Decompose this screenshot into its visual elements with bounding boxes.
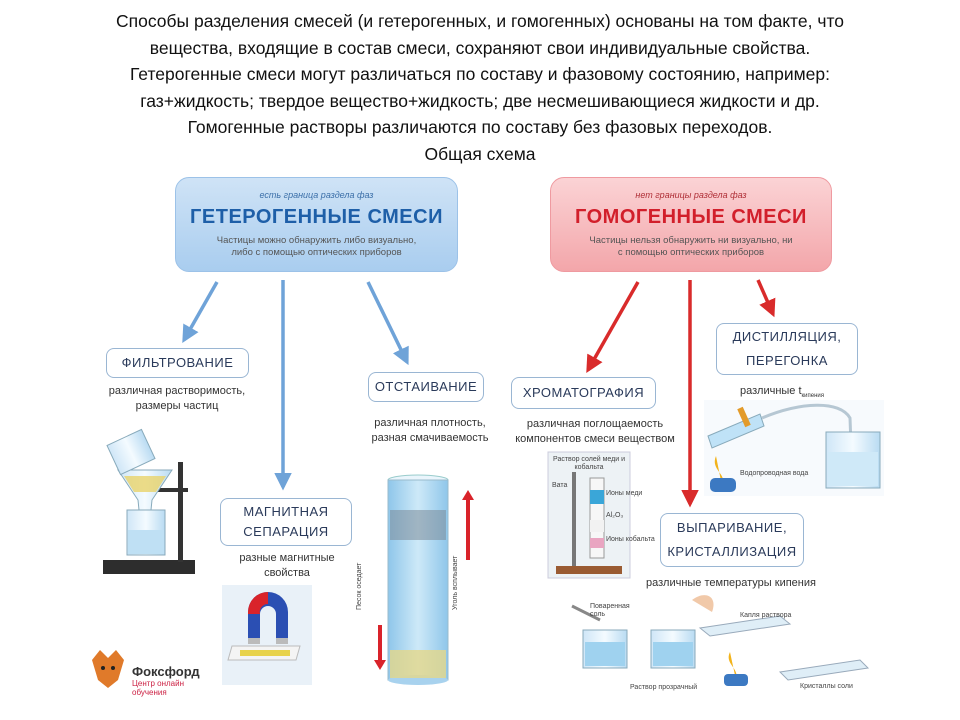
evaporation-img-label: Раствор прозрачный (630, 684, 698, 691)
heterogeneous-box: есть граница раздела фаз ГЕТЕРОГЕННЫЕ СМ… (175, 177, 458, 272)
intro-line: Способы разделения смесей (и гетерогенны… (115, 11, 845, 31)
heterogeneous-pre: есть граница раздела фаз (259, 190, 374, 200)
filtration-label: ФИЛЬТРОВАНИЕ (121, 355, 234, 370)
distillation-caption: различные tкипения (740, 384, 824, 404)
chromatography-label: ХРОМАТОГРАФИЯ (522, 385, 645, 400)
chromatography-box: ХРОМАТОГРАФИЯ (511, 377, 656, 409)
homogeneous-desc-line: с помощью оптических приборов (617, 247, 765, 258)
settling-box: ОТСТАИВАНИЕ (368, 372, 484, 402)
intro-line: Гомогенные растворы различаются по соста… (187, 117, 773, 137)
distillation-image (704, 400, 884, 496)
chromatography-img-label: Ионы меди (606, 490, 643, 497)
arrow-to-settling (366, 281, 409, 366)
filtration-caption-line: размеры частиц (135, 400, 219, 412)
chromatography-caption: различная поглощаемость компонентов смес… (500, 417, 690, 447)
magnetic-label-line: МАГНИТНАЯ (243, 504, 329, 519)
evaporation-caption: различные температуры кипения (646, 577, 816, 589)
homogeneous-box: нет границы раздела фаз ГОМОГЕННЫЕ СМЕСИ… (550, 177, 832, 272)
evaporation-img-label: Поваренная соль (590, 603, 630, 618)
evaporation-img-label: Капля раствора (740, 612, 792, 619)
settling-label-left: Песок оседает (356, 562, 363, 610)
homogeneous-title: ГОМОГЕННЫЕ СМЕСИ (575, 206, 807, 228)
intro-line: газ+жидкость; твердое вещество+жидкость;… (140, 90, 820, 111)
heterogeneous-desc: Частицы можно обнаружить либо визуально,… (176, 235, 457, 259)
chromatography-img-label: Al₂O₃ (606, 512, 624, 519)
intro-text: Способы разделения смесей (и гетерогенны… (0, 8, 960, 167)
intro-line: Общая схема (424, 143, 536, 164)
intro-line: Гетерогенные смеси могут различаться по … (129, 64, 831, 84)
logo-icon (92, 650, 124, 688)
filtration-box: ФИЛЬТРОВАНИЕ (106, 348, 249, 378)
evaporation-img-label: Кристаллы соли (800, 683, 853, 690)
homogeneous-desc-line: Частицы нельзя обнаружить ни визуально, … (589, 235, 793, 246)
homogeneous-desc: Частицы нельзя обнаружить ни визуально, … (551, 235, 831, 259)
distillation-caption-sub: кипения (801, 393, 825, 400)
chromatography-image (547, 451, 631, 579)
magnetic-caption-line: разные магнитные (239, 552, 335, 564)
magnetic-caption-line: свойства (264, 567, 310, 579)
evaporation-box: ВЫПАРИВАНИЕ, КРИСТАЛЛИЗАЦИЯ (660, 513, 804, 567)
logo-sub-line: Центр онлайн (132, 679, 184, 688)
magnet-image (222, 585, 312, 685)
logo-sub-line: обучения (132, 688, 167, 697)
filtration-image (103, 428, 195, 574)
arrow-to-filtration (182, 281, 219, 344)
arrow-to-distillation (756, 279, 776, 318)
settling-caption-line: различная плотность, (374, 417, 486, 429)
chromatography-caption-line: различная поглощаемость (526, 418, 664, 430)
evaporation-label-line: ВЫПАРИВАНИЕ, (676, 520, 788, 535)
heterogeneous-title: ГЕТЕРОГЕННЫЕ СМЕСИ (190, 206, 443, 228)
settling-caption: различная плотность, разная смачиваемост… (355, 416, 505, 446)
settling-caption-line: разная смачиваемость (371, 432, 489, 444)
distillation-box: ДИСТИЛЛЯЦИЯ, ПЕРЕГОНКА (716, 323, 858, 375)
chromatography-img-label: Вата (552, 482, 568, 489)
evaporation-image (571, 595, 870, 686)
logo-name: Фоксфорд (132, 664, 200, 679)
intro-line: вещества, входящие в состав смеси, сохра… (149, 37, 811, 58)
chromatography-img-label: Ионы кобальта (606, 536, 655, 543)
logo-sub: Центр онлайн обучения (132, 679, 184, 697)
evaporation-label-line: КРИСТАЛЛИЗАЦИЯ (667, 544, 797, 559)
distillation-label-line: ПЕРЕГОНКА (746, 353, 828, 368)
settling-label-right: Уголь всплывает (452, 555, 459, 610)
arrow-to-chromatography (586, 281, 640, 374)
distillation-img-label: Водопроводная вода (740, 470, 809, 477)
settling-image (374, 474, 474, 685)
magnetic-box: МАГНИТНАЯ СЕПАРАЦИЯ (220, 498, 352, 546)
homogeneous-pre: нет границы раздела фаз (635, 190, 747, 200)
magnetic-caption: разные магнитные свойства (212, 551, 362, 581)
chromatography-caption-line: компонентов смеси веществом (515, 433, 675, 445)
heterogeneous-desc-line: Частицы можно обнаружить либо визуально, (216, 235, 417, 246)
chromatography-img-title: Раствор солей меди и кобальта (553, 456, 625, 471)
distillation-label-line: ДИСТИЛЛЯЦИЯ, (732, 329, 842, 344)
filtration-caption: различная растворимость, размеры частиц (92, 384, 262, 414)
heterogeneous-desc-line: либо с помощью оптических приборов (231, 247, 402, 258)
filtration-caption-line: различная растворимость, (108, 385, 246, 397)
distillation-caption-text: различные t (740, 385, 802, 397)
magnetic-label-line: СЕПАРАЦИЯ (243, 524, 329, 539)
settling-label: ОТСТАИВАНИЕ (374, 379, 478, 394)
